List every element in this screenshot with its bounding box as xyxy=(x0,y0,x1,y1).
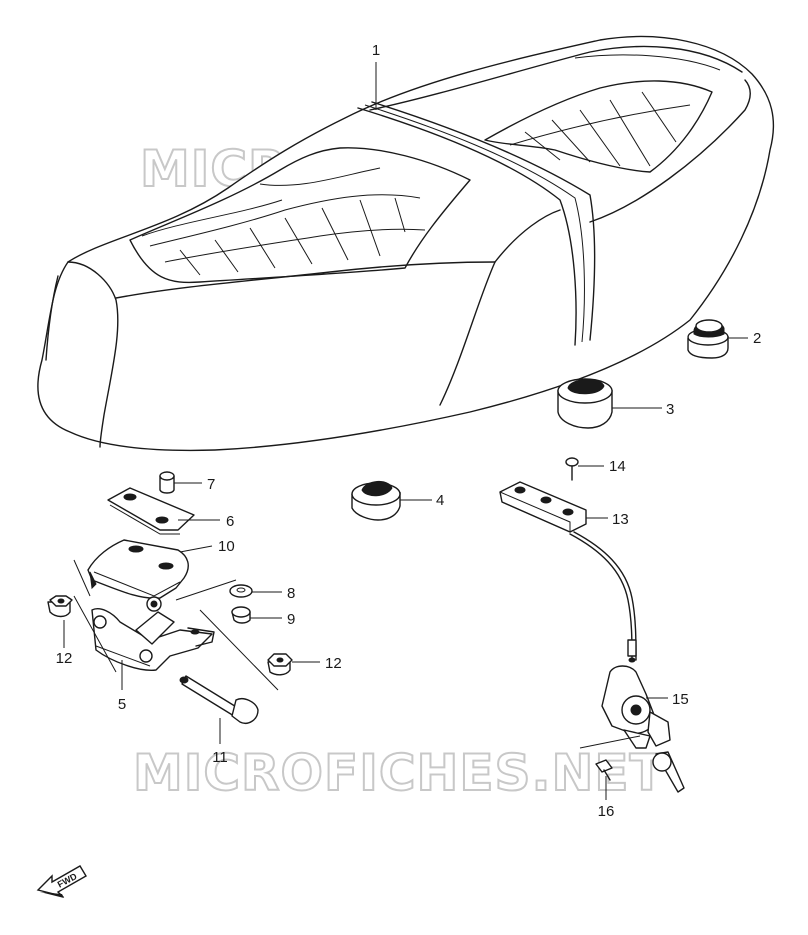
part-14-screw xyxy=(565,457,579,481)
part-11-pin xyxy=(179,675,259,724)
callout-10: 10 xyxy=(218,538,235,555)
callout-9: 9 xyxy=(287,611,295,628)
part-2-grommet xyxy=(687,319,729,359)
part-3-cushion xyxy=(557,378,613,429)
part-10-bracket xyxy=(87,539,189,599)
callout-5: 5 xyxy=(118,696,126,713)
part-12-nut-left xyxy=(47,595,73,618)
callout-7: 7 xyxy=(207,476,215,493)
seat xyxy=(37,35,775,452)
callout-11: 11 xyxy=(212,749,228,766)
part-4-cushion xyxy=(351,481,401,521)
callout-2: 2 xyxy=(753,330,761,347)
callout-16: 16 xyxy=(598,803,615,820)
callout-3: 3 xyxy=(666,401,674,418)
part-9-nut xyxy=(231,606,251,624)
callout-13: 13 xyxy=(612,511,629,528)
callout-15: 15 xyxy=(672,691,689,708)
part-16-bolt xyxy=(595,759,613,781)
callout-4: 4 xyxy=(436,492,444,509)
callout-8: 8 xyxy=(287,585,295,602)
callout-12-left: 12 xyxy=(56,650,73,667)
callout-14: 14 xyxy=(609,458,626,475)
part-13-cable-box xyxy=(499,481,637,661)
part-7-cap xyxy=(159,471,175,494)
part-15-lock xyxy=(579,657,685,793)
watermark-bottom: MICROFICHES.NET xyxy=(133,744,665,802)
part-12-nut-right xyxy=(267,653,293,676)
callout-1: 1 xyxy=(372,42,380,59)
callout-6: 6 xyxy=(226,513,234,530)
callout-12-right: 12 xyxy=(325,655,342,672)
part-5-hinge xyxy=(73,559,279,691)
callout-numbers: 1 2 3 4 5 6 7 8 9 10 11 12 12 13 14 15 1… xyxy=(56,42,762,820)
part-8-washer xyxy=(229,584,253,598)
leader-lines xyxy=(63,62,748,800)
fwd-arrow-icon: FWD xyxy=(36,865,87,898)
part-6-plate xyxy=(107,487,195,535)
